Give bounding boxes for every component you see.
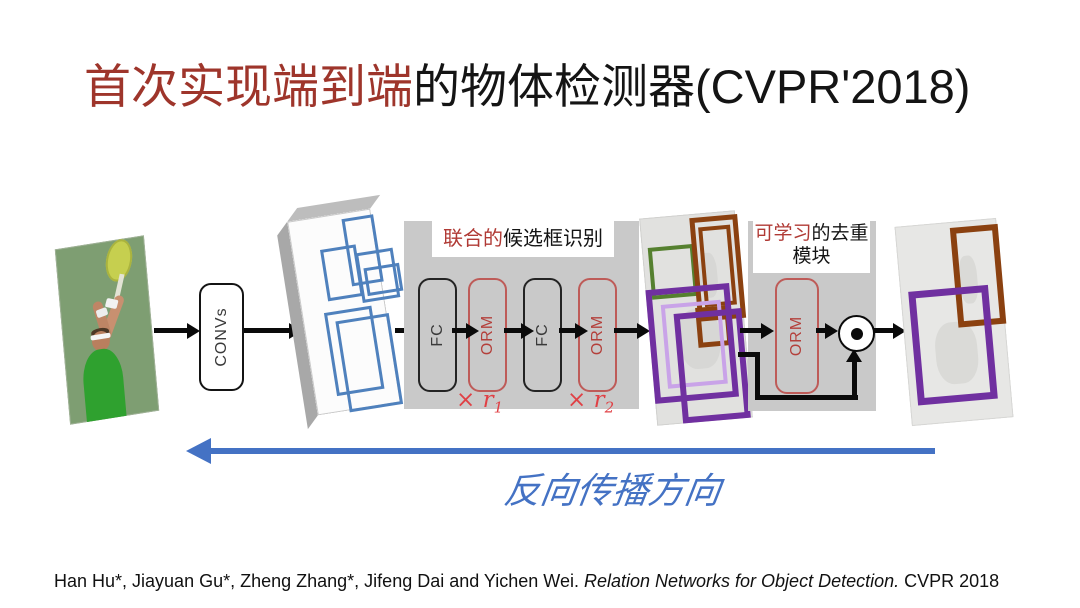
- convs-label: CONVs: [212, 307, 230, 367]
- skip-connection-segment: [755, 395, 858, 400]
- dedup-module: 可学习的去重 模块 ORM: [748, 221, 876, 411]
- flow-arrow: [872, 328, 894, 333]
- purple-bbox: [673, 308, 751, 424]
- orm-label: ORM: [478, 314, 496, 356]
- stage1-label-red: 联合的: [443, 228, 503, 250]
- multiplier-r1: × r1: [456, 387, 503, 417]
- joint-recognition-module: 联合的候选框识别 FC ORM FC ORM × r1 × r2: [404, 221, 639, 417]
- stage1-label-black: 候选框识别: [503, 228, 603, 250]
- flow-arrow: [614, 328, 638, 333]
- orm-label: ORM: [788, 315, 805, 357]
- skip-connection-segment: [738, 352, 760, 357]
- times-sign: ×: [456, 387, 476, 413]
- flow-arrow: [816, 328, 826, 333]
- stage1-label: 联合的候选框识别: [432, 221, 614, 257]
- feature-map-slab: [277, 194, 404, 430]
- dot-product-center: [850, 327, 863, 340]
- flow-arrow: [395, 328, 409, 333]
- proposal-box: [363, 262, 404, 297]
- slide-title: 首次实现端到端的物体检测器(CVPR'2018): [84, 48, 970, 117]
- fc-box-1: FC: [418, 278, 457, 392]
- skip-connection-segment: [852, 360, 857, 400]
- orm-label: ORM: [588, 314, 606, 356]
- detections-panel: [639, 210, 753, 426]
- skip-connection-segment: [755, 352, 760, 400]
- stage2-label-black: 的去重: [811, 223, 869, 244]
- final-detections-panel: [894, 217, 1014, 427]
- orm-box-3: ORM: [775, 278, 819, 394]
- player-body-shape: [80, 346, 127, 423]
- purple-bbox: [908, 284, 998, 406]
- fc-label: FC: [533, 323, 551, 347]
- wristband-shape: [104, 297, 119, 310]
- r-var: r: [482, 387, 494, 413]
- flow-arrow: [154, 328, 188, 333]
- flow-arrow: [452, 328, 467, 333]
- multiplier-r2: × r2: [567, 387, 614, 417]
- stage2-label-line2: 模块: [792, 245, 831, 267]
- convs-box: CONVs: [199, 283, 244, 391]
- flow-arrow: [243, 328, 290, 333]
- flow-arrow: [559, 328, 576, 333]
- citation: Han Hu*, Jiayuan Gu*, Zheng Zhang*, Jife…: [54, 571, 999, 592]
- citation-venue: CVPR 2018: [899, 571, 1000, 591]
- skip-connection-arrowhead: [846, 349, 862, 362]
- flow-arrow: [740, 328, 762, 333]
- slide-title-highlight: 首次实现端到端: [84, 60, 413, 113]
- flow-arrow: [504, 328, 522, 333]
- r1-subscript: 1: [493, 398, 504, 417]
- citation-authors: Han Hu*, Jiayuan Gu*, Zheng Zhang*, Jife…: [54, 571, 584, 591]
- input-image: [54, 235, 160, 425]
- stage2-label: 可学习的去重 模块: [753, 221, 870, 273]
- dot-product-icon: [838, 315, 875, 352]
- fc-label: FC: [428, 323, 446, 347]
- times-sign: ×: [567, 387, 587, 413]
- stage2-label-red: 可学习: [754, 223, 812, 244]
- citation-paper-title: Relation Networks for Object Detection.: [583, 571, 900, 591]
- backprop-arrow: [210, 448, 935, 454]
- slide-title-rest: 的物体检测器(CVPR'2018): [413, 60, 971, 113]
- r-var: r: [593, 387, 605, 413]
- backprop-label: 反向传播方向: [501, 470, 724, 511]
- r2-subscript: 2: [604, 398, 615, 417]
